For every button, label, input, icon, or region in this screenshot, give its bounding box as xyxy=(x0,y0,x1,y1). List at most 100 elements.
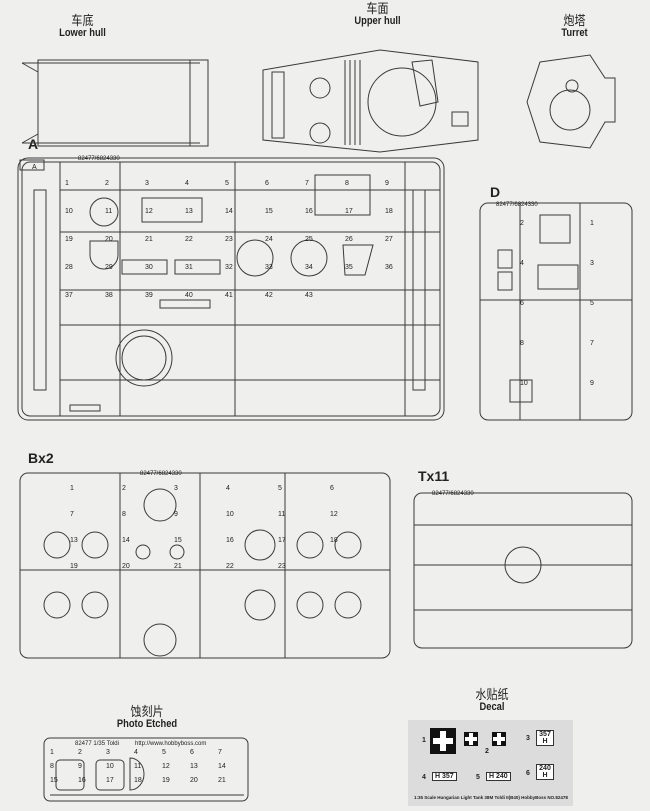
sprue-a xyxy=(17,157,445,421)
D-part-number: 7 xyxy=(590,340,594,347)
D-part-number: 8 xyxy=(520,340,524,347)
pe-part-number: 8 xyxy=(50,763,54,770)
B-part-number: 3 xyxy=(174,485,178,492)
B-part-number: 4 xyxy=(226,485,230,492)
sprue-b-code: 82477/6824330 xyxy=(140,471,182,477)
decal-2-cross-b xyxy=(492,732,506,746)
D-part-number: 10 xyxy=(520,380,528,387)
B-part-number: 6 xyxy=(330,485,334,492)
pe-part-number: 21 xyxy=(218,777,226,784)
A-part-number: 26 xyxy=(345,236,353,243)
pe-header-code: 82477 1/35 Toldi xyxy=(75,741,119,747)
decal-4-num: 4 xyxy=(422,774,426,781)
photo-etched-cn: 蚀刻片 xyxy=(130,704,164,719)
pe-part-number: 10 xyxy=(106,763,114,770)
A-part-number: 30 xyxy=(145,264,153,271)
A-part-number: 1 xyxy=(65,180,69,187)
A-part-number: 3 xyxy=(145,180,149,187)
pe-part-number: 7 xyxy=(218,749,222,756)
sprue-a-title: A xyxy=(28,136,39,152)
decal-5-marking: H 240 xyxy=(486,772,511,781)
D-part-number: 3 xyxy=(590,260,594,267)
pe-part-number: 19 xyxy=(162,777,170,784)
decal-cn: 水贴纸 xyxy=(475,687,509,702)
turret-cn: 炮塔 xyxy=(563,13,586,28)
sprue-d-code: 82477/6824330 xyxy=(496,202,538,208)
sprue-b-title: Bx2 xyxy=(28,450,54,466)
A-part-number: 41 xyxy=(225,292,233,299)
decal-sheet: 1 2 3 357 H 4 H 357 5 H 240 6 240 H 1:35… xyxy=(408,720,573,806)
B-part-number: 23 xyxy=(278,563,286,570)
A-part-number: 43 xyxy=(305,292,313,299)
A-part-number: 11 xyxy=(105,208,112,215)
A-part-number: 6 xyxy=(265,180,269,187)
B-part-number: 20 xyxy=(122,563,130,570)
B-part-number: 11 xyxy=(278,511,285,518)
B-part-number: 22 xyxy=(226,563,234,570)
decal-3-num: 3 xyxy=(526,735,530,742)
A-part-number: 8 xyxy=(345,180,349,187)
lower-hull-cn: 车底 xyxy=(71,13,94,28)
A-part-number: 35 xyxy=(345,264,353,271)
lower-hull-en: Lower hull xyxy=(59,27,106,39)
pe-part-number: 5 xyxy=(162,749,166,756)
A-part-number: 12 xyxy=(145,208,153,215)
pe-header-url: http://www.hobbyboss.com xyxy=(135,741,206,747)
B-part-number: 16 xyxy=(226,537,234,544)
A-part-number: 33 xyxy=(265,264,273,271)
turret-drawing xyxy=(526,54,616,149)
A-part-number: 42 xyxy=(265,292,273,299)
D-part-number: 9 xyxy=(590,380,594,387)
A-part-number: 27 xyxy=(385,236,393,243)
pe-part-number: 1 xyxy=(50,749,54,756)
photo-etched-fret xyxy=(43,737,249,802)
decal-footer: 1:35 Scale Hungarian Light Tank 38M Told… xyxy=(414,795,568,800)
A-part-number: 24 xyxy=(265,236,273,243)
pe-part-number: 13 xyxy=(190,763,198,770)
sprue-d xyxy=(479,202,633,421)
pe-part-number: 12 xyxy=(162,763,170,770)
pe-part-number: 18 xyxy=(134,777,142,784)
A-part-number: 13 xyxy=(185,208,193,215)
B-part-number: 15 xyxy=(174,537,182,544)
A-part-number: 5 xyxy=(225,180,229,187)
decal-en: Decal xyxy=(479,701,505,713)
B-part-number: 9 xyxy=(174,511,178,518)
decal-2-cross-a xyxy=(464,732,478,746)
turret-en: Turret xyxy=(561,27,588,39)
B-part-number: 21 xyxy=(174,563,182,570)
A-part-number: 7 xyxy=(305,180,309,187)
A-part-number: 21 xyxy=(145,236,153,243)
A-part-number: 4 xyxy=(185,180,189,187)
A-part-number: 17 xyxy=(345,208,353,215)
B-part-number: 17 xyxy=(278,537,286,544)
A-part-number: 23 xyxy=(225,236,233,243)
A-part-number: 15 xyxy=(265,208,273,215)
decal-4-marking: H 357 xyxy=(432,772,457,781)
sprue-d-title: D xyxy=(490,184,501,200)
A-part-number: 25 xyxy=(305,236,313,243)
upper-hull-drawing xyxy=(262,49,479,153)
A-part-number: 19 xyxy=(65,236,73,243)
pe-part-number: 17 xyxy=(106,777,114,784)
pe-part-number: 9 xyxy=(78,763,82,770)
A-part-number: 10 xyxy=(65,208,73,215)
pe-part-number: 4 xyxy=(134,749,138,756)
A-part-number: 39 xyxy=(145,292,153,299)
A-part-number: 38 xyxy=(105,292,113,299)
A-part-number: 28 xyxy=(65,264,73,271)
A-part-number: 16 xyxy=(305,208,313,215)
A-part-number: 29 xyxy=(105,264,113,271)
sprue-t-code: 82477/6824330 xyxy=(432,491,474,497)
sprue-b xyxy=(19,472,391,659)
upper-hull-en: Upper hull xyxy=(354,15,401,27)
D-part-number: 4 xyxy=(520,260,524,267)
A-part-number: 32 xyxy=(225,264,233,271)
sprue-t xyxy=(413,492,633,649)
A-part-number: 14 xyxy=(225,208,233,215)
